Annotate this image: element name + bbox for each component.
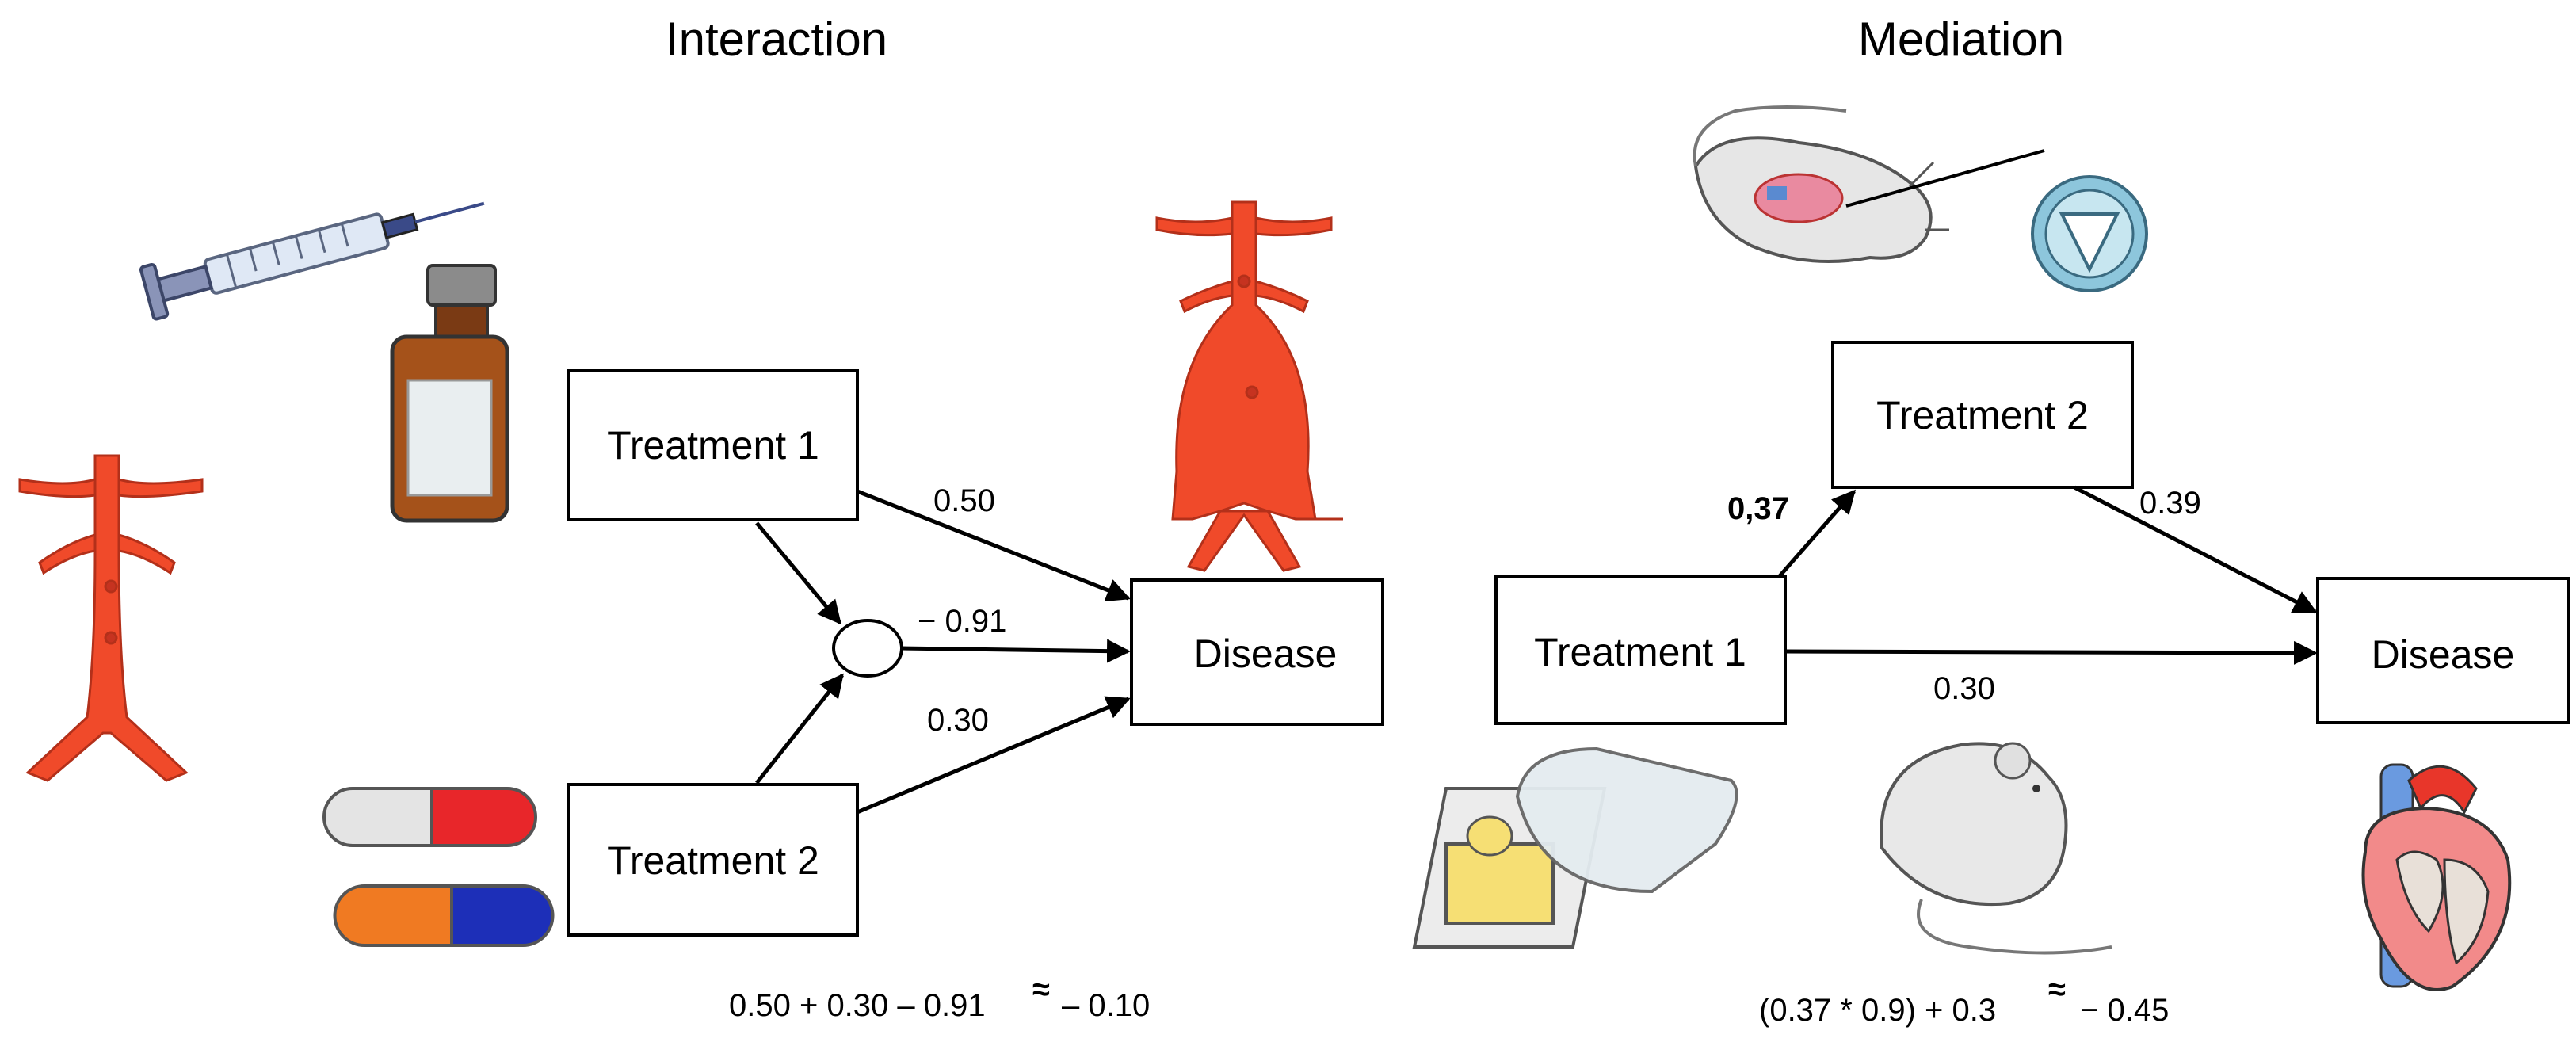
butter-dish-icon: [1412, 746, 1738, 949]
mediation-treatment1-label: Treatment 1: [1534, 630, 1746, 674]
interaction-formula-left: 0.50 + 0.30 – 0.91: [729, 988, 986, 1023]
mediation-title: Mediation: [1858, 13, 2064, 66]
mouse-icon: [1880, 742, 2112, 955]
interaction-disease-box: [1130, 578, 1384, 726]
interaction-treatment1-box: [567, 369, 859, 521]
mediation-treatment2-box: [1831, 341, 2134, 489]
interaction-formula-right: – 0.10: [1062, 988, 1150, 1023]
heart-icon: [2361, 763, 2512, 991]
interaction-formula-approx: ≈: [1032, 972, 1050, 1007]
coef-interaction-disease: − 0.91: [918, 604, 1006, 639]
heart-valve-icon: [2031, 175, 2148, 292]
interaction-treatment1-label: Treatment 1: [607, 423, 819, 468]
edge-t2-disease: [857, 696, 1131, 815]
mediation-treatment2-label: Treatment 2: [1876, 393, 2089, 437]
edge-t1-disease: [857, 489, 1131, 602]
aortic-aneurysm-icon: [1155, 200, 1343, 572]
edge-t2-interaction: [755, 673, 844, 784]
artery-icon: [18, 454, 204, 782]
mediation-disease-label: Disease: [2372, 632, 2515, 677]
syringe-icon: [139, 201, 485, 321]
interaction-treatment2-label: Treatment 2: [607, 838, 819, 883]
vial-icon: [390, 264, 509, 523]
interaction-node: [832, 619, 903, 678]
mediation-formula-approx: ≈: [2048, 972, 2066, 1007]
dissected-mouse-icon: [1693, 105, 2045, 263]
edge-t1-disease-med: [1784, 640, 2318, 665]
interaction-treatment2-box: [567, 783, 859, 937]
interaction-title: Interaction: [666, 13, 887, 66]
mediation-formula-left: (0.37 * 0.9) + 0.3: [1759, 993, 1996, 1028]
coef-t1-disease-med: 0.30: [1933, 671, 1995, 706]
edge-t1-interaction: [755, 521, 841, 625]
edge-t1-t2: [1777, 489, 1856, 578]
interaction-diagram: Treatment 1 Treatment 2 Disease 0.50 − 0…: [567, 369, 1384, 1023]
coef-t1-disease: 0.50: [933, 483, 995, 518]
mediation-disease-box: [2316, 577, 2570, 724]
edge-interaction-disease: [901, 639, 1131, 663]
mediation-diagram: Treatment 2 Treatment 1 Disease 0,37 0.3…: [1494, 341, 2570, 1028]
coef-t2-disease-med: 0.39: [2139, 486, 2201, 521]
capsule-icon: [322, 787, 555, 947]
mediation-treatment1-box: [1494, 575, 1787, 725]
interaction-disease-label: Disease: [1194, 632, 1338, 676]
mediation-formula-right: − 0.45: [2080, 993, 2169, 1028]
edge-t2-disease-med: [2073, 485, 2318, 614]
coef-t1-t2: 0,37: [1727, 491, 1789, 526]
coef-t2-disease: 0.30: [927, 703, 989, 738]
